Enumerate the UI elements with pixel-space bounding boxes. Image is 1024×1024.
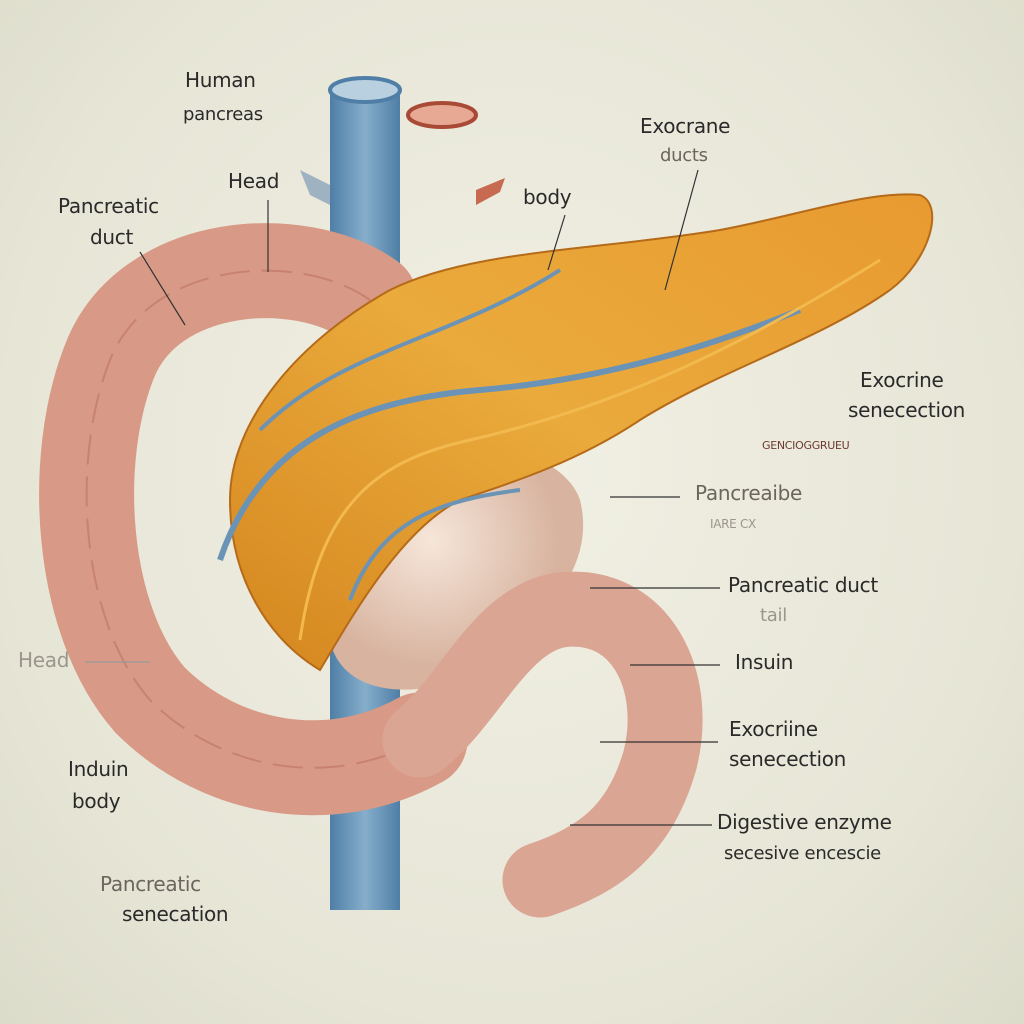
label-digestive-enzyme: Digestive enzyme xyxy=(717,810,892,834)
small-intestine xyxy=(382,571,703,918)
label-head-top: Head xyxy=(228,169,280,193)
pancreas-body xyxy=(228,193,934,672)
label-exocrine-lower: Exocriine xyxy=(729,717,818,741)
label-duct: duct xyxy=(90,225,134,249)
label-pancreaibe: Pancreaibe xyxy=(695,481,802,505)
label-pancreatic: Pancreatic xyxy=(58,194,159,218)
label-garbled: GENCIOGGRUEU xyxy=(762,439,850,452)
label-induin: Induin xyxy=(68,757,129,781)
label-body-left: body xyxy=(72,789,121,813)
pancreatic-duct-vessels xyxy=(217,258,881,641)
label-secretion-lower: senecection xyxy=(729,747,847,771)
label-pancreaibe-sub: IARE CX xyxy=(710,517,756,531)
label-pancreatic-duct-right: Pancreatic duct xyxy=(728,573,878,597)
label-secretion-right: senecection xyxy=(848,398,966,422)
label-head-left: Head xyxy=(18,648,70,672)
label-exocrane: Exocrane xyxy=(640,114,731,138)
label-pancreatic-bottom: Pancreatic xyxy=(100,872,201,896)
label-ducts: ducts xyxy=(660,145,708,166)
label-insulin: Insuin xyxy=(735,650,794,674)
label-body-top: body xyxy=(523,185,572,209)
label-tail: tail xyxy=(760,605,787,626)
label-human: Human xyxy=(185,68,256,92)
label-secretion-bottom: senecation xyxy=(122,902,229,926)
label-pancreas: pancreas xyxy=(183,104,263,125)
label-digestive-sub: secesive encescie xyxy=(724,843,881,864)
label-exocrine-right: Exocrine xyxy=(860,368,944,392)
